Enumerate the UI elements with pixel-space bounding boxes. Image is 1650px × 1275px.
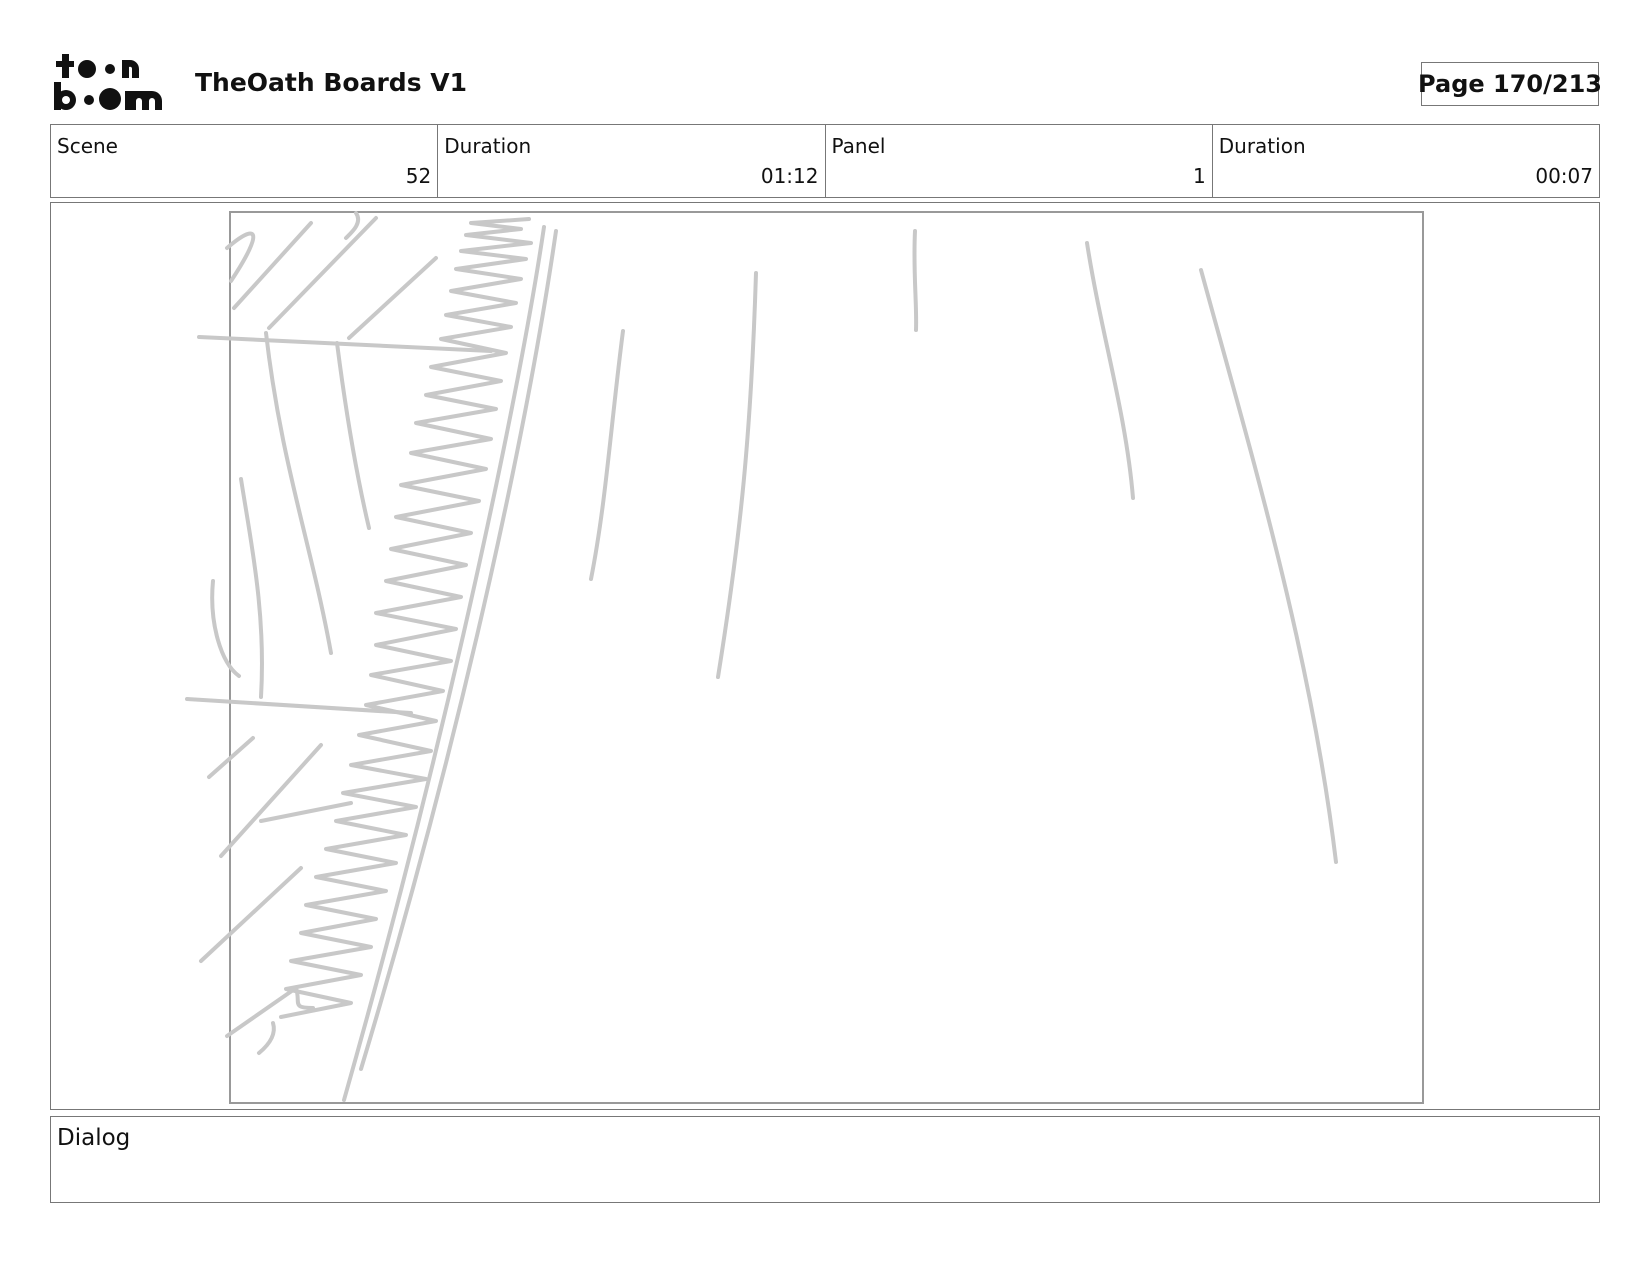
scene-duration-label: Duration — [444, 134, 532, 158]
scene-duration-value: 01:12 — [760, 164, 819, 188]
page-indicator: Page 170/213 — [1418, 62, 1602, 106]
panel-duration-label: Duration — [1218, 134, 1306, 158]
panel-image-area — [50, 202, 1600, 1110]
sketch-strokes — [185, 211, 1338, 1102]
logo-bottom-row — [54, 82, 162, 110]
panel-cell: Panel 1 — [826, 125, 1213, 197]
storyboard-sketch — [185, 211, 1424, 1104]
scene-value: 52 — [405, 164, 432, 188]
camera-frame — [229, 211, 1424, 1104]
document-title: TheOath Boards V1 — [195, 68, 468, 97]
info-table: Scene 52 Duration 01:12 Panel 1 Duration… — [50, 124, 1600, 198]
panel-value: 1 — [1193, 164, 1206, 188]
page-label: Page 170/213 — [1418, 70, 1602, 98]
panel-label: Panel — [831, 134, 886, 158]
scene-cell: Scene 52 — [51, 125, 439, 197]
logo-top-row — [56, 54, 139, 78]
toon-boom-logo — [54, 54, 162, 110]
dialog-box: Dialog — [50, 1116, 1600, 1203]
panel-duration-cell: Duration 00:07 — [1213, 125, 1599, 197]
scene-label: Scene — [57, 134, 118, 158]
scene-duration-cell: Duration 01:12 — [438, 125, 826, 197]
panel-duration-value: 00:07 — [1535, 164, 1593, 188]
dialog-label: Dialog — [57, 1125, 131, 1151]
